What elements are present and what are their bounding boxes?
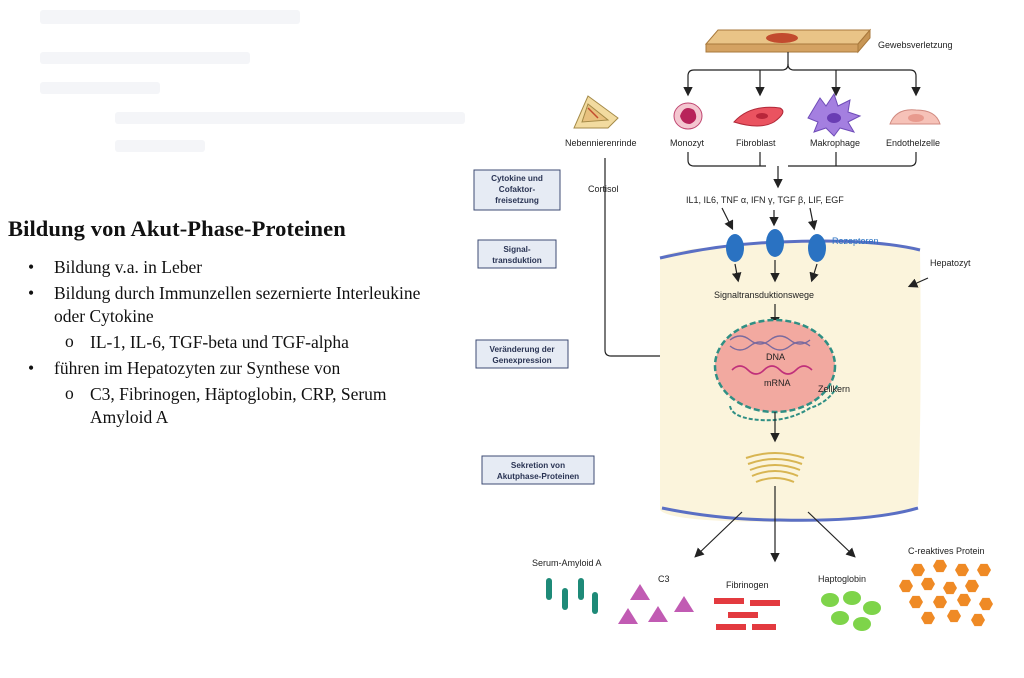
faded-background-text — [0, 0, 480, 170]
process-box-gene-expression: Veränderung der Genexpression — [475, 339, 569, 369]
crp-hexagon — [979, 597, 993, 611]
crp-hexagon — [921, 577, 935, 591]
receptor-icons — [726, 229, 826, 262]
crp-hexagon — [899, 579, 913, 593]
sub-bullet-proteins: C3, Fibrinogen, Häptoglobin, CRP, Serum … — [8, 382, 448, 429]
cell-label-monocyte: Monozyt — [670, 138, 705, 148]
dna-label: DNA — [766, 352, 785, 362]
cortisol-label: Cortisol — [588, 184, 619, 194]
injury-branch-arrows — [683, 52, 921, 97]
crp-hexagon — [909, 595, 923, 609]
macrophage-icon — [807, 92, 862, 137]
cortisol-arrow — [604, 158, 701, 361]
crp-hexagon — [955, 563, 969, 577]
bullet-list: Bildung v.a. in Leber Bildung durch Immu… — [8, 256, 448, 429]
adrenal-gland-icon — [573, 95, 619, 129]
bullet-liver: Bildung v.a. in Leber — [8, 256, 448, 279]
bullet-synthesis: führen im Hepatozyten zur Synthese von — [8, 357, 448, 380]
crp-hexagon — [965, 579, 979, 593]
injury-label: Gewebsverletzung — [878, 40, 953, 50]
svg-text:Akutphase-Proteinen: Akutphase-Proteinen — [497, 472, 579, 481]
crp-hexagon — [933, 595, 947, 609]
protein-label-haptoglobin: Haptoglobin — [818, 574, 866, 584]
svg-text:Cofaktor-: Cofaktor- — [499, 185, 536, 194]
pathways-label: Signaltransduktionswege — [714, 290, 814, 300]
fibrinogen-icon — [714, 598, 780, 630]
crp-hexagon — [933, 559, 947, 573]
cells-to-cytokines-arrows — [687, 152, 917, 189]
golgi-icon — [745, 452, 805, 483]
acute-phase-diagram: Gewebsverletzung Nebennierenrinde Monozy… — [473, 28, 993, 631]
cytokine-list: IL1, IL6, TNF α, IFN γ, TGF β, LIF, EGF — [686, 195, 844, 205]
svg-text:transduktion: transduktion — [492, 256, 542, 265]
endothelial-cell-icon — [889, 109, 941, 125]
crp-hexagon — [971, 613, 985, 627]
protein-label-fibrinogen: Fibrinogen — [726, 580, 769, 590]
protein-label-saa: Serum-Amyloid A — [532, 558, 602, 568]
adrenal-label: Nebennierenrinde — [565, 138, 637, 148]
crp-hexagon — [911, 563, 925, 577]
bullet-interleukins: Bildung durch Immunzellen sezernierte In… — [8, 282, 448, 328]
fibroblast-icon — [733, 106, 784, 127]
cell-label-fibroblast: Fibroblast — [736, 138, 776, 148]
crp-hexagon — [943, 581, 957, 595]
process-box-signal-transduction: Signal- transduktion — [477, 239, 557, 269]
receptors-label: Rezeptoren — [832, 236, 879, 246]
crp-hexagon — [921, 611, 935, 625]
hepatocyte-label: Hepatozyt — [930, 258, 971, 268]
svg-text:freisetzung: freisetzung — [495, 196, 539, 205]
process-box-cytokine-release: Cytokine und Cofaktor- freisetzung — [473, 169, 561, 211]
crp-icon — [899, 559, 993, 627]
crp-hexagon — [977, 563, 991, 577]
svg-text:Sekretion von: Sekretion von — [511, 461, 565, 470]
svg-text:Cytokine und: Cytokine und — [491, 174, 543, 183]
tissue-injury-icon — [704, 28, 872, 54]
c3-icon — [618, 584, 694, 624]
nucleus-label: Zellkern — [818, 384, 850, 394]
slide-heading: Bildung von Akut-Phase-Proteinen — [8, 216, 346, 241]
protein-label-crp: C-reaktives Protein — [908, 546, 985, 556]
svg-text:Signal-: Signal- — [503, 245, 531, 254]
cell-label-macrophage: Makrophage — [810, 138, 860, 148]
serum-amyloid-a-icon — [546, 578, 598, 614]
svg-text:Genexpression: Genexpression — [492, 356, 551, 365]
mrna-label: mRNA — [764, 378, 791, 388]
crp-hexagon — [947, 609, 961, 623]
ligand-arrows — [721, 207, 819, 283]
crp-hexagon — [957, 593, 971, 607]
process-box-secretion: Sekretion von Akutphase-Proteinen — [481, 455, 595, 485]
protein-label-c3: C3 — [658, 574, 670, 584]
sub-bullet-cytokines: IL-1, IL-6, TGF-beta und TGF-alpha — [8, 330, 448, 354]
haptoglobin-icon — [821, 591, 881, 631]
text-panel: Bildung von Akut-Phase-Proteinen Bildung… — [8, 216, 448, 432]
cell-label-endothelial: Endothelzelle — [886, 138, 940, 148]
monocyte-icon — [673, 102, 703, 130]
nucleus-icon — [713, 318, 839, 422]
svg-text:Veränderung der: Veränderung der — [489, 345, 555, 354]
